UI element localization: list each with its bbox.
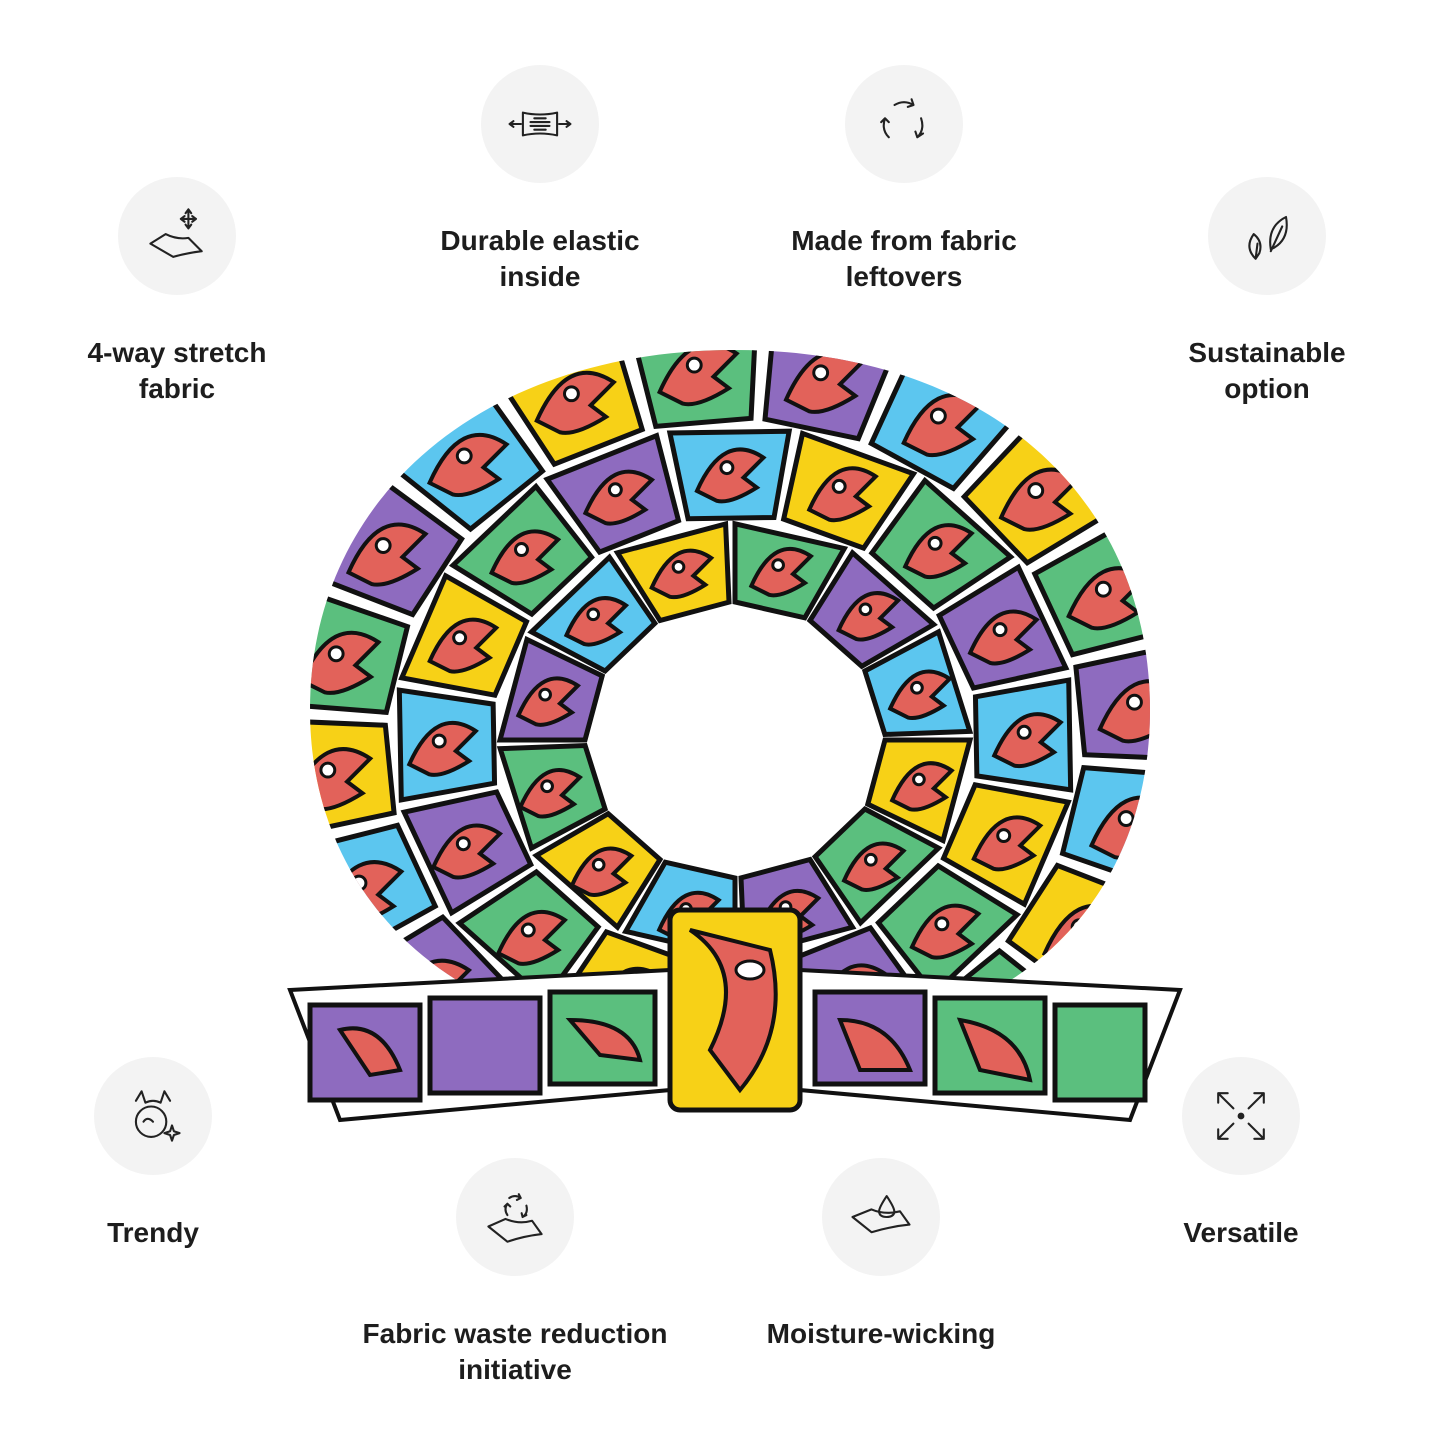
water-drop-fabric-icon <box>851 1195 911 1234</box>
pattern-creature-eye <box>374 537 392 554</box>
feature-label: Sustainable option <box>1188 337 1346 404</box>
pattern-creature-eye <box>1094 580 1112 598</box>
pattern-creature-eye <box>831 478 847 494</box>
pattern-creature-eye <box>1126 693 1143 711</box>
scrunchie-bow <box>287 907 1183 1123</box>
pattern-creature-eye <box>455 836 471 852</box>
pattern-creature-eye <box>350 874 368 892</box>
pattern-creature-eye <box>1016 724 1032 740</box>
pattern-creature <box>971 815 1044 872</box>
pattern-creature-eye <box>934 916 950 932</box>
feature-durable-elastic: Durable elastic inside <box>370 65 710 295</box>
pattern-creature <box>889 761 955 812</box>
pattern-creature-eye <box>719 460 735 476</box>
stretch-fabric-icon <box>149 208 203 258</box>
pattern-creature <box>406 721 479 777</box>
pattern-creature <box>430 823 504 880</box>
pattern-creature-eye <box>431 733 447 749</box>
pattern-creature-eye <box>1027 482 1045 500</box>
pattern-creature <box>836 591 902 642</box>
pattern-creature <box>806 466 879 523</box>
pattern-creature-eye <box>910 680 924 695</box>
feature-fabric-waste: Fabric waste reduction initiative <box>345 1158 685 1388</box>
pattern-creature <box>517 768 583 819</box>
pattern-creature-eye <box>812 364 830 382</box>
sparkle-face-icon <box>134 1090 181 1142</box>
pattern-creature <box>909 903 982 960</box>
pattern-creature <box>426 433 510 498</box>
pattern-creature-eye <box>540 779 554 794</box>
recycled-fabric-icon <box>487 1193 543 1243</box>
feature-label: 4-way stretch fabric <box>87 337 267 404</box>
feature-trendy: Trendy <box>0 1057 323 1251</box>
pattern-creature <box>694 447 767 504</box>
feature-4-way-stretch: 4-way stretch fabric <box>7 177 347 407</box>
pattern-creature-eye <box>992 622 1008 638</box>
pattern-creature <box>991 712 1064 769</box>
pattern-creature-eye <box>671 560 686 574</box>
expand-arrows-icon <box>1217 1092 1265 1140</box>
feature-sustainable: Sustainable option <box>1097 177 1437 407</box>
pattern-creature-eye <box>591 857 606 872</box>
feature-made-from-leftovers: Made from fabric leftovers <box>734 65 1074 295</box>
feature-label: Moisture-wicking <box>766 1318 996 1349</box>
pattern-creature-eye <box>771 558 785 572</box>
pattern-creature <box>841 841 907 892</box>
pattern-creature-eye <box>863 852 878 867</box>
pattern-creature-eye <box>607 482 623 498</box>
feature-moisture-wicking: Moisture-wicking <box>711 1158 1051 1352</box>
pattern-creature-eye <box>1070 918 1088 936</box>
pattern-creature-eye <box>562 385 580 403</box>
recycle-arrows-icon <box>880 98 925 139</box>
pattern-creature <box>649 548 715 600</box>
pattern-creature-eye <box>685 356 703 374</box>
pattern-creature-eye <box>996 828 1012 844</box>
pattern-creature <box>748 546 814 598</box>
pattern-creature <box>534 370 617 435</box>
pattern-creature-eye <box>514 542 529 558</box>
pattern-creature <box>563 596 630 647</box>
pattern-creature <box>582 469 656 526</box>
pattern-creature <box>495 909 568 966</box>
pattern-creature-eye <box>455 447 473 465</box>
pattern-creature-eye <box>520 922 536 938</box>
pattern-creature <box>488 529 562 586</box>
pattern-creature <box>656 350 740 407</box>
feature-label: Trendy <box>107 1217 199 1248</box>
pattern-creature <box>345 522 429 587</box>
pattern-creature-eye <box>927 535 943 551</box>
feature-label: Fabric waste reduction initiative <box>362 1318 668 1385</box>
pattern-creature-eye <box>319 761 337 779</box>
pattern-creature-eye <box>452 630 468 646</box>
pattern-creature <box>902 523 975 580</box>
feature-label: Durable elastic inside <box>440 225 640 292</box>
pattern-creature-eye <box>929 407 947 425</box>
pattern-creature-eye <box>327 645 345 663</box>
pattern-creature <box>1097 679 1150 744</box>
pattern-creature <box>887 669 953 720</box>
pattern-creature <box>427 617 500 674</box>
feature-label: Made from fabric leftovers <box>791 225 1017 292</box>
scrunchie-product-image <box>287 350 1183 1123</box>
pattern-creature <box>967 609 1040 666</box>
pattern-creature <box>515 676 581 727</box>
pattern-creature-eye <box>538 687 552 702</box>
pattern-creature <box>310 630 382 695</box>
pattern-creature-eye <box>586 607 601 622</box>
pattern-creature-eye <box>912 772 926 787</box>
feature-label: Versatile <box>1183 1217 1299 1248</box>
pattern-creature-eye <box>858 602 873 617</box>
pattern-creature <box>569 846 635 897</box>
pattern-creature-eye <box>1117 810 1135 827</box>
elastic-band-icon <box>508 111 572 137</box>
leaves-icon <box>1248 215 1288 260</box>
feature-versatile: Versatile <box>1071 1057 1411 1251</box>
